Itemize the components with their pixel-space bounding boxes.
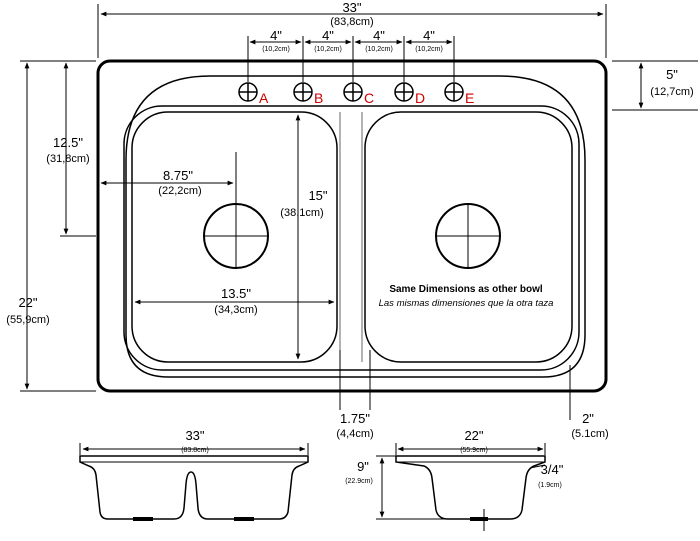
overall-width-label: 33"	[342, 0, 361, 15]
overall-depth-cm-label: (55,9cm)	[6, 314, 49, 326]
sink-deck-contour	[125, 75, 586, 378]
bowl-width-cm-label: (34,3cm)	[214, 304, 257, 316]
side-view-profile	[395, 455, 546, 520]
bowl-width-label: 13.5"	[221, 286, 251, 301]
side-width-cm-label: (55.9cm)	[460, 447, 488, 454]
top-view	[96, 59, 608, 393]
overall-width-cm-label: (83,8cm)	[330, 16, 373, 28]
front-view-profile	[79, 455, 309, 520]
dimension-lines	[20, 4, 698, 420]
same-dimensions-note: Same Dimensions as other bowl	[389, 284, 543, 295]
drain-from-top-label: 12.5"	[53, 135, 83, 150]
overall-depth-label: 22"	[18, 295, 37, 310]
drain-from-side-cm-label: (22,2cm)	[158, 185, 201, 197]
sink-outer-rim	[96, 59, 608, 393]
faucet-hole-e	[444, 82, 464, 102]
hole-label-b: B	[314, 90, 323, 106]
side-view	[395, 455, 546, 531]
front-width-cm-label: (83.8cm)	[181, 447, 209, 454]
side-width-label: 22"	[464, 428, 483, 443]
hole-spacing-de-cm-label: (10,2cm)	[415, 46, 443, 53]
side-rim-label: 3/4"	[541, 462, 564, 477]
divider-width-label: 1.75"	[340, 411, 370, 426]
hole-label-c: C	[364, 90, 374, 106]
rim-width-cm-label: (5.1cm)	[571, 428, 608, 440]
front-width-label: 33"	[185, 428, 204, 443]
faucet-hole-d	[394, 82, 414, 102]
faucet-holes	[238, 82, 464, 102]
rim-width-label: 2"	[582, 411, 594, 426]
hole-label-a: A	[259, 90, 269, 106]
divider-width-cm-label: (4,4cm)	[336, 428, 373, 440]
front-view	[79, 455, 309, 521]
side-rim-cm-label: (1.9cm)	[538, 482, 562, 489]
same-dimensions-note-spanish: Las mismas dimensiones que la otra taza	[379, 298, 554, 309]
ledge-depth-cm-label: (12,7cm)	[650, 86, 693, 98]
faucet-hole-c	[343, 82, 363, 102]
hole-spacing-bc-label: 4"	[322, 28, 334, 43]
drain-from-side-label: 8.75"	[163, 168, 193, 183]
hole-spacing-cd-label: 4"	[373, 28, 385, 43]
hole-spacing-ab-cm-label: (10,2cm)	[262, 46, 290, 53]
bowl-length-cm-label: (38,1cm)	[280, 207, 323, 219]
side-depth-cm-label: (22.9cm)	[345, 478, 373, 485]
hole-spacing-cd-cm-label: (10,2cm)	[365, 46, 393, 53]
hole-spacing-de-label: 4"	[423, 28, 435, 43]
hole-label-d: D	[415, 90, 425, 106]
bowl-length-label: 15"	[308, 188, 327, 203]
right-bowl	[364, 111, 573, 363]
hole-label-e: E	[465, 90, 474, 106]
faucet-hole-a	[238, 82, 258, 102]
left-bowl	[131, 111, 338, 363]
drain-from-top-cm-label: (31,8cm)	[46, 153, 89, 165]
hole-spacing-bc-cm-label: (10,2cm)	[314, 46, 342, 53]
side-depth-label: 9"	[357, 459, 369, 474]
ledge-depth-label: 5"	[666, 67, 678, 82]
hole-spacing-ab-label: 4"	[270, 28, 282, 43]
sink-bowl-edge	[123, 105, 580, 371]
faucet-hole-b	[293, 82, 313, 102]
